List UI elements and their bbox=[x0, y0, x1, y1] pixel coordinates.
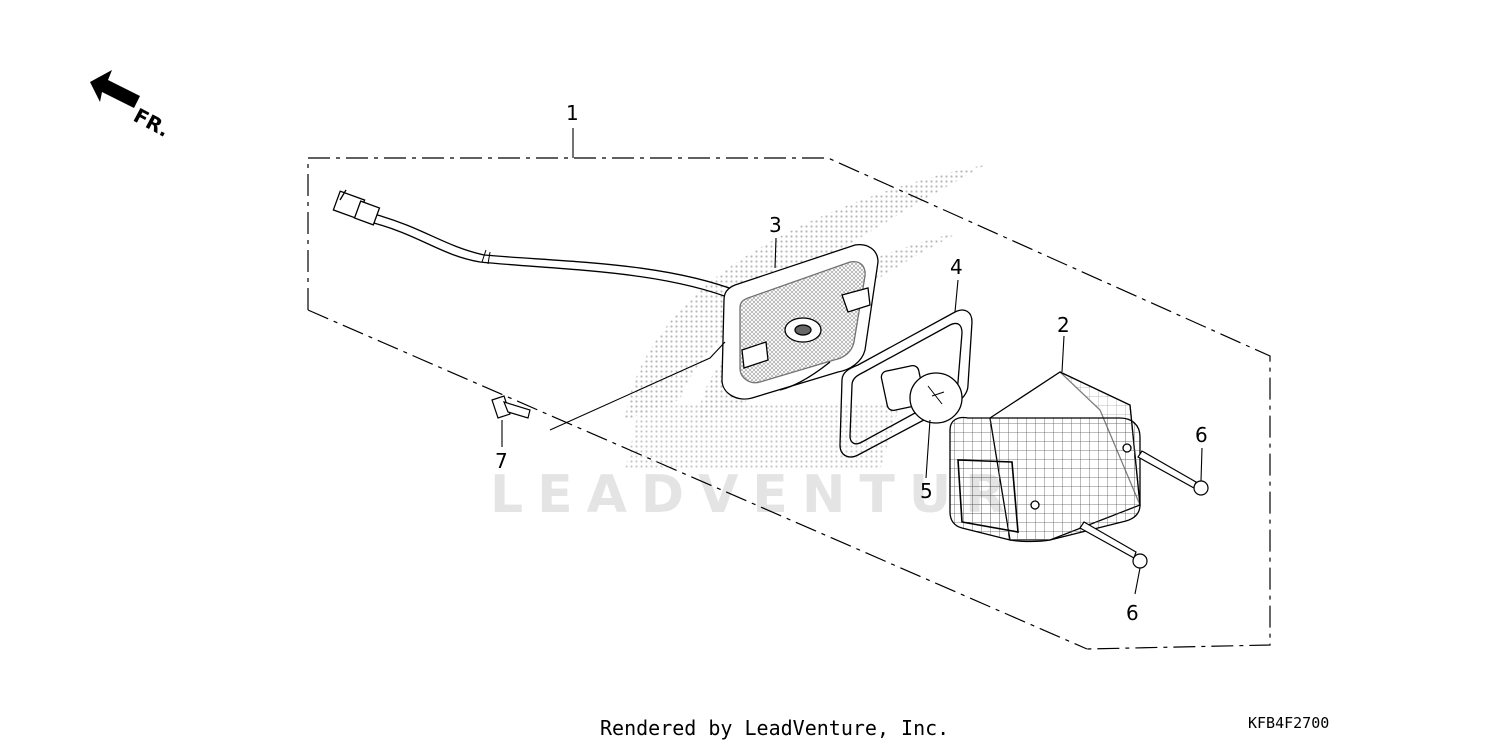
diagram-code: KFB4F2700 bbox=[1248, 714, 1330, 732]
callout-4: 4 bbox=[950, 255, 963, 279]
tail-lens bbox=[949, 371, 1141, 543]
lamp-base bbox=[721, 244, 879, 400]
arrow-icon bbox=[90, 70, 140, 108]
bolt bbox=[491, 395, 531, 419]
callouts: 1 3 4 2 5 6 6 7 bbox=[495, 101, 1208, 625]
callout-5: 5 bbox=[920, 479, 933, 503]
callout-2: 2 bbox=[1057, 313, 1070, 337]
front-direction-indicator: FR. bbox=[90, 70, 174, 142]
callout-1: 1 bbox=[566, 101, 579, 125]
bulb bbox=[880, 364, 963, 424]
callout-6-lower: 6 bbox=[1126, 601, 1139, 625]
front-label: FR. bbox=[130, 103, 174, 142]
leader-lines bbox=[501, 128, 1203, 595]
assembly-boundary bbox=[307, 157, 1271, 650]
callout-7: 7 bbox=[495, 449, 508, 473]
callout-6-upper: 6 bbox=[1195, 423, 1208, 447]
callout-3: 3 bbox=[769, 213, 782, 237]
render-credit: Rendered by LeadVenture, Inc. bbox=[600, 716, 950, 740]
wire-harness bbox=[332, 189, 741, 301]
screw-upper bbox=[1137, 450, 1209, 496]
connector-icon bbox=[332, 189, 381, 226]
screw-lower bbox=[1079, 521, 1148, 569]
